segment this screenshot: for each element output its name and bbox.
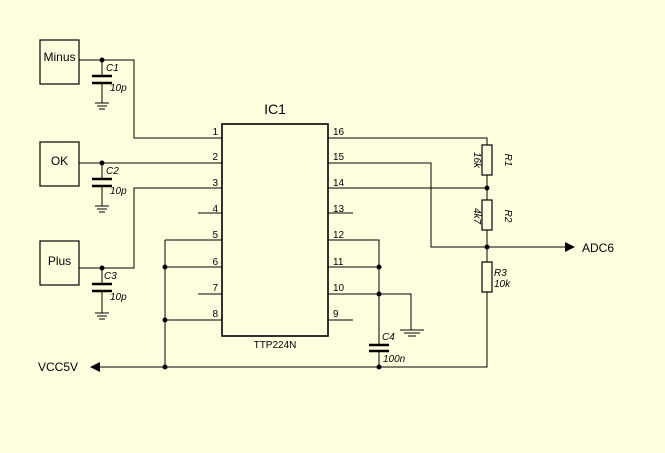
r3-value: 10k [494, 279, 511, 290]
c3-ref: C3 [104, 271, 117, 282]
r2-ref: R2 [502, 210, 513, 223]
pin-number: 2 [212, 152, 218, 163]
pin-number: 11 [333, 257, 344, 268]
right-pin-wires [328, 137, 565, 345]
pin-number: 4 [212, 204, 218, 215]
minus-pad [39, 39, 80, 85]
adc6-arrow-icon [565, 242, 575, 252]
ic1-name: IC1 [264, 101, 286, 117]
pin-number: 1 [212, 127, 218, 138]
junction-dot [484, 185, 490, 191]
plus-label: Plus [48, 254, 71, 268]
c2-ref: C2 [106, 166, 119, 177]
c3-value: 10p [110, 292, 127, 303]
pin-number: 13 [333, 204, 345, 215]
pin-number: 14 [333, 178, 345, 189]
c2-value: 10p [110, 186, 127, 197]
ic-pin-stubs [165, 212, 353, 321]
ic-pin-numbers-right: 16 15 14 13 12 11 10 9 [333, 127, 345, 320]
plus-pad [39, 240, 80, 286]
pin-number: 7 [212, 283, 218, 294]
resistor-r1 [481, 144, 493, 200]
pin-number: 10 [333, 283, 345, 294]
resistor-r2 [481, 199, 493, 262]
r1-ref: R1 [502, 154, 513, 167]
pin-number: 8 [212, 309, 218, 320]
ic1-body [221, 123, 329, 337]
c4-ref: C4 [382, 332, 395, 343]
pin-number: 6 [212, 257, 218, 268]
pin-number: 15 [333, 152, 345, 163]
vcc5v-label: VCC5V [38, 360, 78, 374]
ic-pin-numbers-left: 1 2 3 4 5 6 7 8 [212, 127, 218, 320]
r1-value: 16k [471, 152, 482, 169]
vcc-bus [90, 362, 382, 372]
adc6-label: ADC6 [582, 241, 614, 255]
c1-value: 10p [110, 83, 127, 94]
capacitor-c3 [92, 265, 112, 320]
pin-number: 16 [333, 127, 345, 138]
pin-number: 5 [212, 230, 218, 241]
capacitor-c4 [369, 343, 389, 367]
pin-number: 3 [212, 178, 218, 189]
minus-label: Minus [43, 50, 75, 64]
left-supply-bus [162, 240, 168, 370]
ic1-part: TTP224N [254, 340, 297, 351]
pin-number: 12 [333, 230, 345, 241]
capacitor-c2 [92, 160, 112, 213]
c4-value: 100n [383, 354, 406, 365]
r2-value: 4k7 [471, 208, 482, 225]
pin-number: 9 [333, 309, 339, 320]
junction-dot [484, 244, 490, 250]
resistor-r3 [379, 261, 493, 368]
r3-ref: R3 [494, 268, 507, 279]
ok-pad [39, 141, 80, 187]
c1-ref: C1 [106, 63, 119, 74]
ground-symbol [400, 329, 424, 337]
capacitor-c1 [92, 57, 112, 110]
ok-label: OK [51, 154, 68, 168]
